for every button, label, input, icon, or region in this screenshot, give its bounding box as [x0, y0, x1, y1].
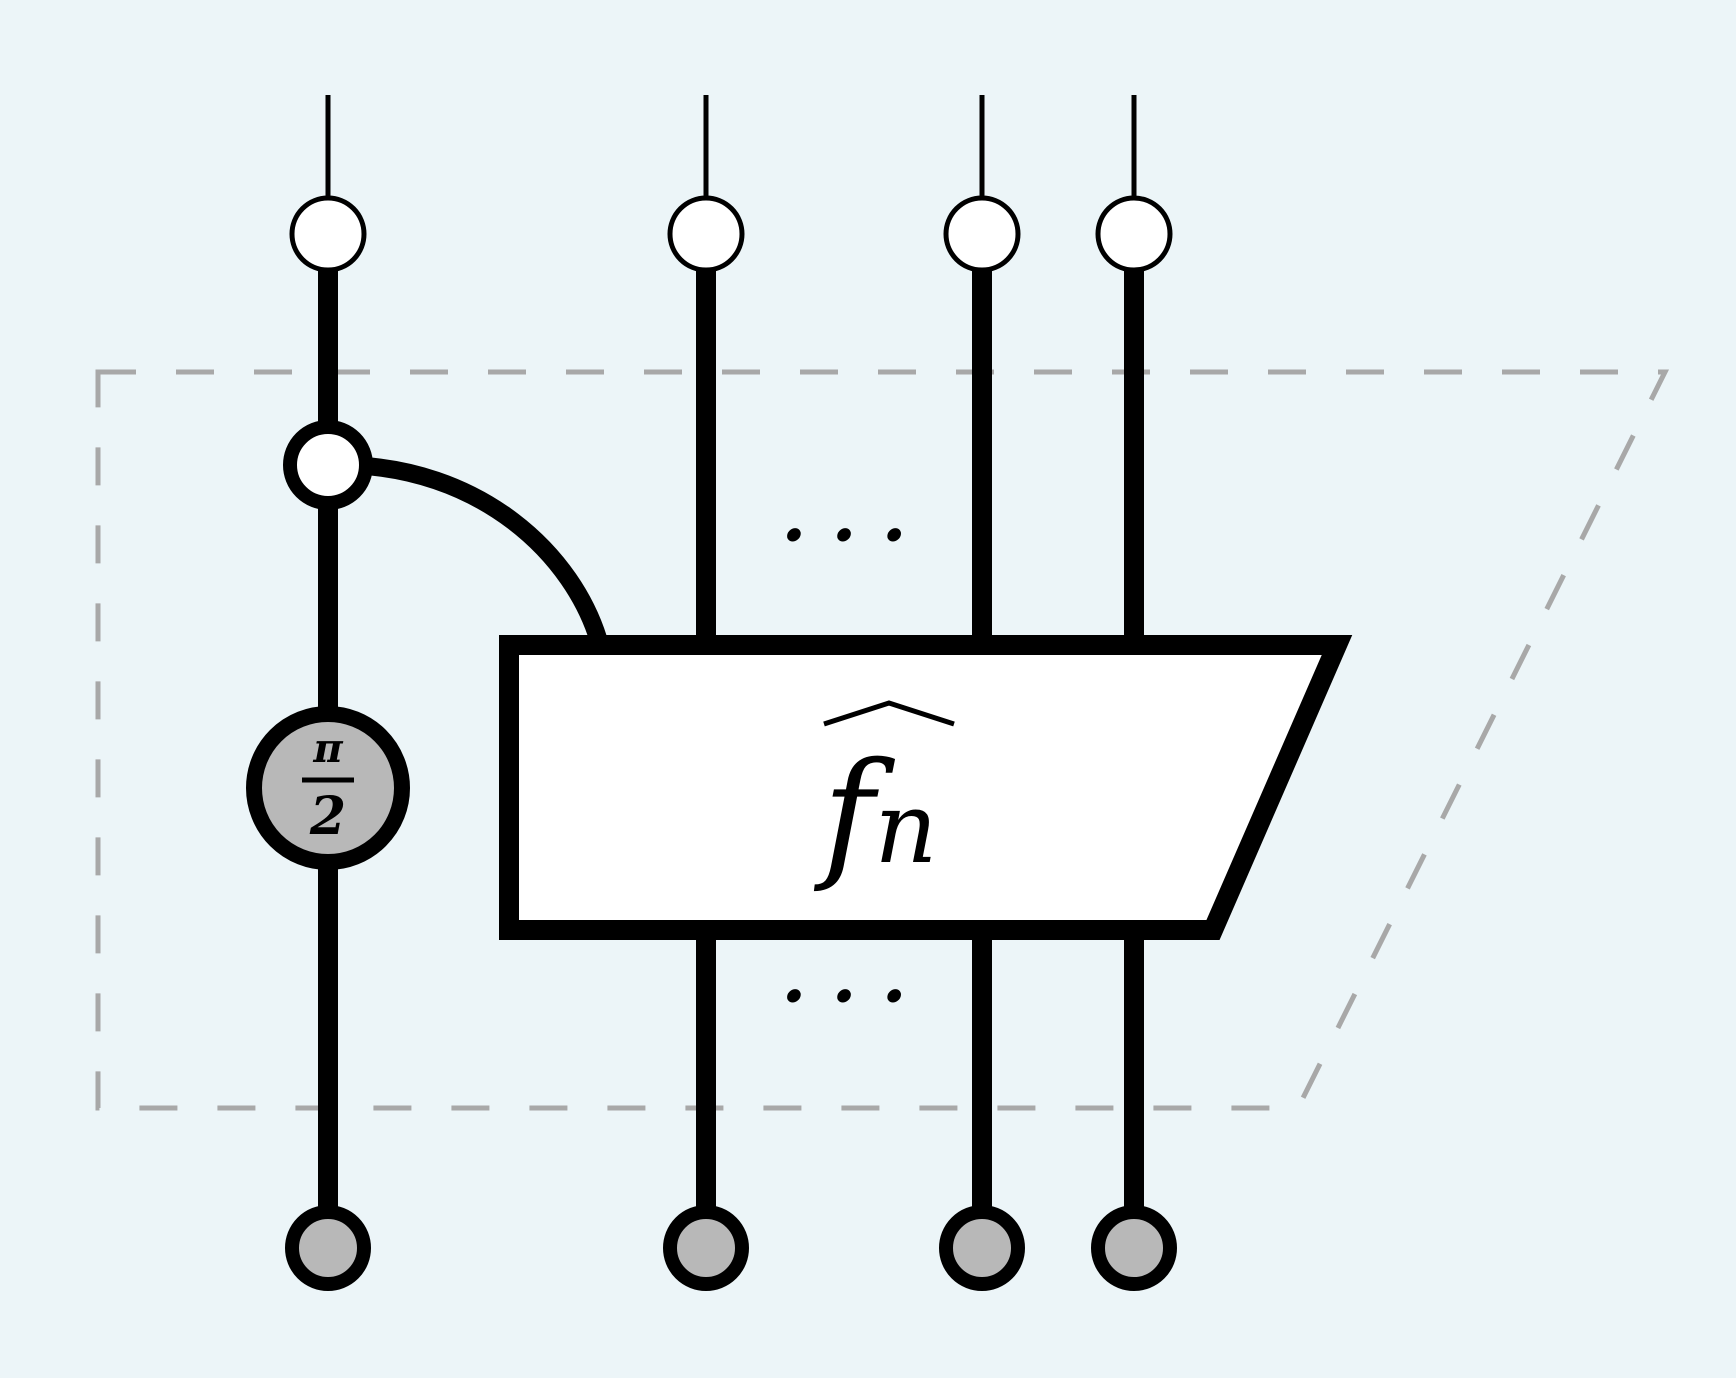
ellipsis-bottom: · · ·: [781, 953, 906, 1038]
output-node-2: [667, 195, 745, 273]
input-node-3: [939, 1205, 1025, 1291]
input-node-2: [663, 1205, 749, 1291]
hat-accent: [823, 700, 955, 727]
phase-numerator: π: [312, 725, 343, 772]
input-node-1: [285, 1205, 371, 1291]
input-node-4: [1091, 1205, 1177, 1291]
function-box: [499, 635, 1353, 940]
control-white-spider: [283, 420, 373, 510]
output-node-4: [1095, 195, 1173, 273]
box-subscript: n: [874, 772, 937, 886]
control-curve-wire: [339, 456, 609, 648]
phase-denominator: 2: [309, 786, 346, 847]
ellipsis-top: · · ·: [781, 492, 906, 577]
output-node-3: [943, 195, 1021, 273]
phase-spider: [246, 706, 410, 870]
output-node-1: [289, 195, 367, 273]
